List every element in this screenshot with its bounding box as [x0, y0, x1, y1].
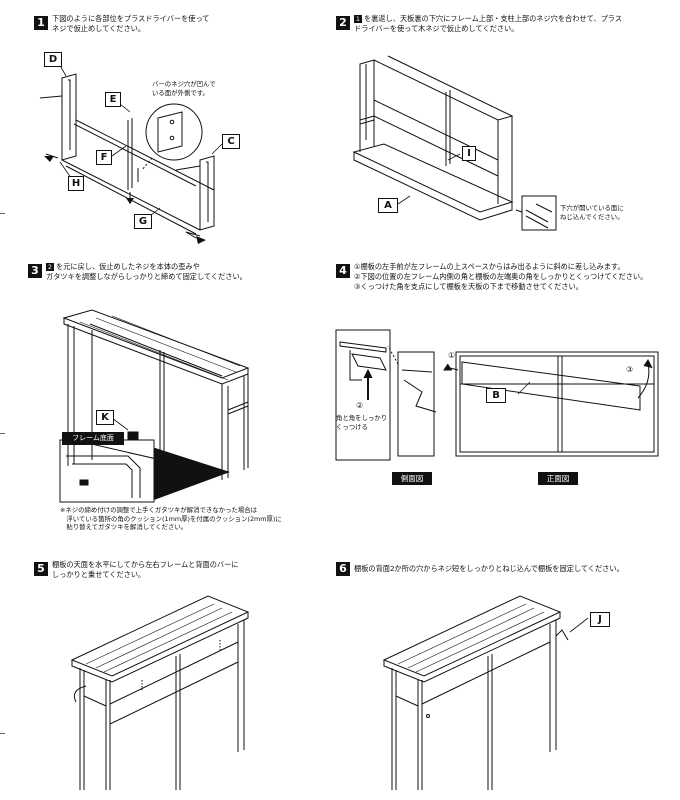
part-label-e: E: [105, 92, 121, 107]
part-label-j: J: [590, 612, 610, 627]
step-4-text: ①棚板の左手前が左フレームの上スペースからはみ出るように斜めに差し込みます。②下…: [354, 262, 648, 291]
step5-drawing: [70, 595, 250, 790]
side-view-caption: 側面図: [392, 472, 432, 485]
part-label-k: K: [96, 410, 114, 425]
part-label-g: G: [134, 214, 152, 229]
step-number-2: 2: [336, 16, 350, 30]
part-label-i: I: [462, 146, 476, 161]
step-number-4: 4: [336, 264, 350, 278]
part-label-f: F: [96, 150, 112, 165]
mark-3: ③: [626, 365, 634, 374]
front-view-caption: 正面図: [538, 472, 578, 485]
step-number-5: 5: [34, 562, 48, 576]
step-1-text: 下図のように各部位をプラスドライバーを使ってネジで仮止めしてください。: [52, 14, 210, 33]
step6-drawing: [382, 595, 569, 790]
bar-note: バーのネジ穴が凹んでいる面が外側です。: [152, 80, 216, 97]
step1-drawing: [39, 73, 215, 239]
step4-drawing: [335, 329, 659, 461]
mark-2: ②: [356, 401, 364, 410]
step-number-1: 1: [34, 16, 48, 30]
part-label-c: C: [222, 134, 240, 149]
hole-note: 下穴が開いている面にねじ込んでください。: [560, 204, 624, 221]
margin-mark: [0, 433, 5, 434]
step-number-6: 6: [336, 562, 350, 576]
step-number-3: 3: [28, 264, 42, 278]
margin-mark: [0, 733, 5, 734]
part-label-h: H: [68, 176, 84, 191]
step-6-text: 棚板の背面2か所の穴からネジ短をしっかりとねじ込んで棚板を固定してください。: [354, 564, 624, 573]
step-ref-badge: 1: [354, 15, 362, 23]
step2-drawing: [352, 55, 557, 231]
cushion-note: ※ネジの締め付けの調整で上手くガタツキが解消できなかった場合は 浮いている箇所の…: [60, 506, 282, 531]
mark-1: ①: [448, 351, 456, 360]
margin-mark: [0, 213, 5, 214]
part-label-a: A: [378, 198, 398, 213]
frame-bottom-label: フレーム底面: [62, 432, 124, 445]
corner-note: 角と角をしっかりくっつける: [336, 414, 388, 431]
part-label-d: D: [44, 52, 62, 67]
part-label-b: B: [486, 388, 506, 403]
step-5-text: 棚板の天面を水平にしてから左右フレームと背面のバーにしっかりと乗せてください。: [52, 560, 239, 579]
step-ref-badge: 2: [46, 263, 54, 271]
